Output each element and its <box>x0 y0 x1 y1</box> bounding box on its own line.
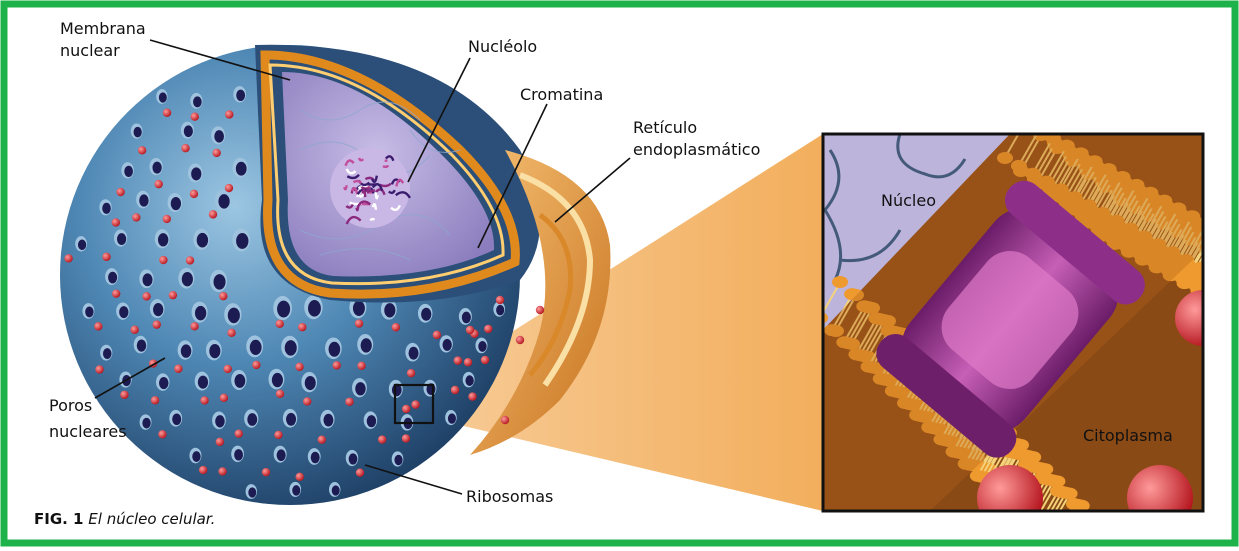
svg-text:FIG. 1 El núcleo cel: FIG. 1 El núcleo celular. <box>34 510 215 528</box>
label-citoplasma: Citoplasma <box>1083 426 1173 445</box>
label-reticulo-line2: endoplasmático <box>633 140 760 159</box>
membrane-inset <box>812 116 1239 547</box>
label-ribosomas: Ribosomas <box>466 487 553 506</box>
caption-text: El núcleo celular. <box>88 510 215 528</box>
label-nucleolo: Nucléolo <box>468 37 537 56</box>
label-poros-line1: Poros <box>49 396 92 415</box>
label-poros-line2: nucleares <box>49 422 127 441</box>
label-nucleo: Núcleo <box>881 191 936 210</box>
label-cromatina: Cromatina <box>520 85 603 104</box>
label-reticulo-line1: Retículo <box>633 118 697 137</box>
caption-number: FIG. 1 <box>34 510 84 528</box>
nucleolus <box>330 148 410 228</box>
label-membrana-line2: nuclear <box>60 41 120 60</box>
label-membrana-line1: Membrana <box>60 19 146 38</box>
